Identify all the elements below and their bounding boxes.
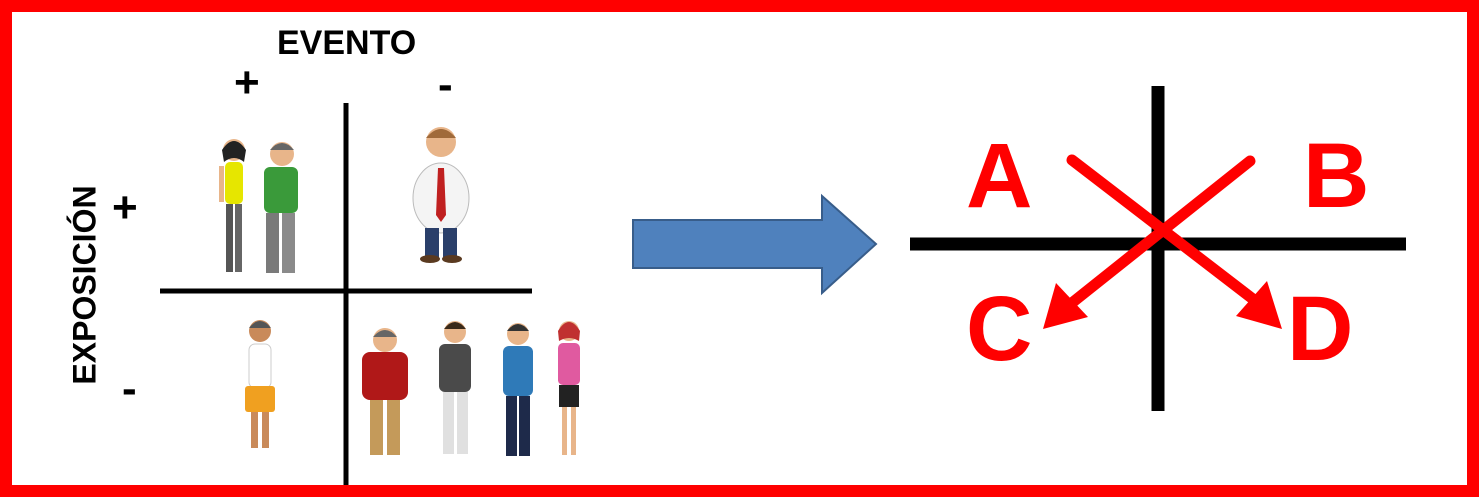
person-woman-yellow-icon — [219, 139, 246, 272]
right-arrow-icon — [633, 196, 876, 293]
label-c: C — [966, 283, 1032, 375]
person-man-white-shirt-icon — [413, 127, 469, 263]
person-man-red-shirt-icon — [362, 328, 408, 455]
person-man-green-icon — [264, 142, 298, 273]
person-man-gray-shirt-icon — [439, 321, 471, 454]
person-man-blue-shirt-icon — [503, 323, 533, 456]
person-woman-pink-icon — [558, 321, 580, 455]
label-b: B — [1303, 130, 1369, 222]
label-a: A — [966, 130, 1032, 222]
person-man-orange-shorts-icon — [245, 320, 275, 448]
label-d: D — [1287, 283, 1353, 375]
